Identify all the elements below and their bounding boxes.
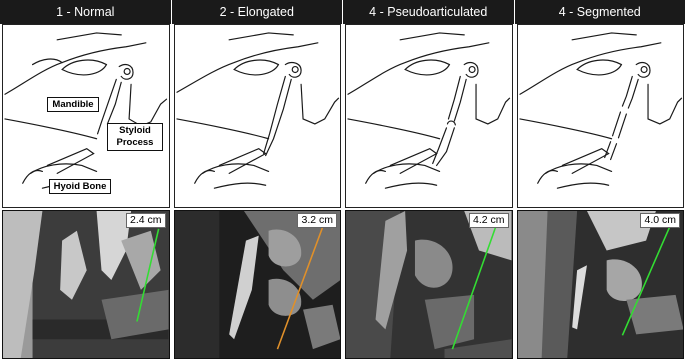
panel-header: 1 - Normal: [0, 0, 172, 24]
anatomy-sketch: [175, 25, 341, 207]
measurement-label: 4.2 cm: [469, 213, 509, 228]
measurement-line: [175, 211, 341, 358]
ct-image: 4.2 cm: [345, 210, 513, 359]
measurement-label: 2.4 cm: [126, 213, 166, 228]
measurement-line: [346, 211, 512, 358]
panel-header: 4 - Pseudoarticulated: [343, 0, 515, 24]
anatomy-sketch: [518, 25, 684, 207]
panel-normal: 1 - Normal: [0, 0, 172, 361]
styloid-label-line1: Styloid: [108, 125, 162, 137]
hyoid-bone-label: Hyoid Bone: [49, 179, 111, 194]
sketch-drawing: [517, 24, 685, 208]
measurement-label: 4.0 cm: [640, 213, 680, 228]
ct-image: 2.4 cm: [2, 210, 170, 359]
panel-pseudoarticulated: 4 - Pseudoarticulated: [343, 0, 515, 361]
sketch-drawing: Mandible Styloid Process Hyoid Bone: [2, 24, 170, 208]
styloid-label-line2: Process: [108, 137, 162, 149]
panel-header: 4 - Segmented: [515, 0, 686, 24]
styloid-process-label: Styloid Process: [107, 123, 163, 151]
mandible-label: Mandible: [47, 97, 99, 112]
panel-header: 2 - Elongated: [172, 0, 344, 24]
panel-segmented: 4 - Segmented: [515, 0, 686, 361]
panel-elongated: 2 - Elongated: [172, 0, 344, 361]
measurement-line: [3, 211, 169, 358]
sketch-drawing: [345, 24, 513, 208]
anatomy-sketch: [346, 25, 512, 207]
ct-image: 3.2 cm: [174, 210, 342, 359]
ct-image: 4.0 cm: [517, 210, 685, 359]
measurement-label: 3.2 cm: [297, 213, 337, 228]
sketch-drawing: [174, 24, 342, 208]
measurement-line: [518, 211, 684, 358]
